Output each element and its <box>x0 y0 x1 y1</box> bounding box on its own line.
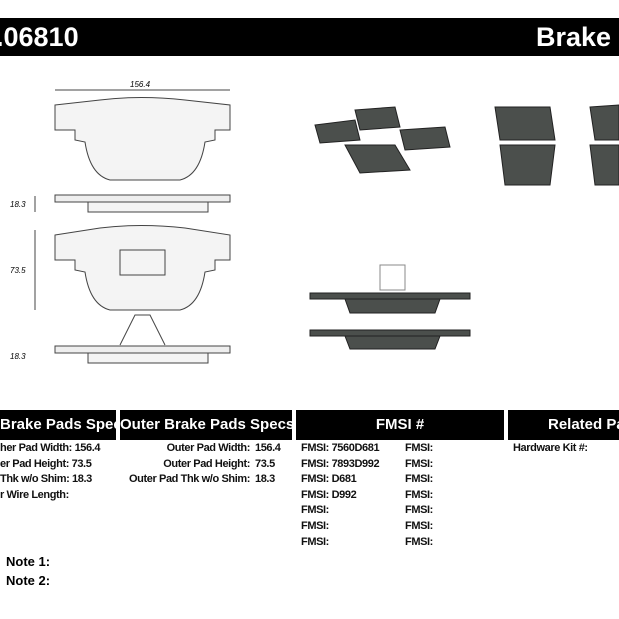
fmsi-entry: FMSI: <box>405 488 433 501</box>
fmsi-entry: FMSI: <box>301 535 329 548</box>
related-parts-header: Related Par <box>508 410 619 440</box>
inner-specs-list: her Pad Width: 156.4 er Pad Height: 73.5… <box>0 441 100 503</box>
outer-specs-header: Outer Brake Pads Specs <box>120 410 292 440</box>
outer-spec-value: 156.4 <box>255 442 281 454</box>
fmsi-entry: FMSI: <box>405 457 433 470</box>
thickness-dimension-2: 18.3 <box>10 352 26 361</box>
outer-specs-values: 156.4 73.5 18.3 <box>255 441 281 488</box>
fmsi-entry: FMSI: <box>301 519 329 532</box>
fmsi-entry: FMSI: <box>301 504 329 517</box>
fmsi-entry: FMSI: 7560D681 <box>301 442 380 454</box>
inner-specs-header: Brake Pads Specs <box>0 410 116 440</box>
fmsi-header: FMSI # <box>296 410 504 440</box>
fmsi-entry: FMSI: D681 <box>301 473 357 486</box>
pad-technical-drawing <box>34 89 231 364</box>
outer-specs-labels: Outer Pad Width: Outer Pad Height: Outer… <box>120 441 250 488</box>
outer-spec-value: 18.3 <box>255 473 275 486</box>
outer-spec-label: Outer Pad Thk w/o Shim: <box>129 473 250 486</box>
fmsi-entry: FMSI: <box>405 504 433 517</box>
outer-spec-label: Outer Pad Width: <box>166 442 251 454</box>
pad-product-photos <box>309 104 619 350</box>
fmsi-entry: FMSI: 7893D992 <box>301 457 380 470</box>
title-bar <box>0 18 619 56</box>
height-dimension: 73.5 <box>10 266 26 275</box>
inner-spec-row: er Pad Height: 73.5 <box>0 457 92 470</box>
fmsi-entry: FMSI: <box>405 473 433 486</box>
part-number: .06810 <box>0 22 79 52</box>
width-dimension: 156.4 <box>130 80 151 89</box>
fmsi-column-2: FMSI: FMSI: FMSI: FMSI: FMSI: FMSI: FMSI… <box>405 441 433 550</box>
note-2: Note 2: <box>6 573 51 588</box>
notes: Note 1: Note 2: <box>6 552 50 590</box>
inner-spec-row: r Wire Length: <box>0 488 69 501</box>
outer-spec-value: 73.5 <box>255 457 275 470</box>
outer-spec-label: Outer Pad Height: <box>163 457 250 470</box>
fmsi-entry: FMSI: <box>405 519 433 532</box>
inner-spec-row: Thk w/o Shim: 18.3 <box>0 473 92 486</box>
note-1: Note 1: <box>6 554 51 569</box>
inner-spec-row: her Pad Width: 156.4 <box>0 442 101 454</box>
page-title: Brake P <box>536 22 619 52</box>
hardware-kit-label: Hardware Kit #: <box>513 442 588 454</box>
thickness-dimension: 18.3 <box>10 200 26 209</box>
fmsi-entry: FMSI: <box>405 442 433 454</box>
fmsi-entry: FMSI: <box>405 535 433 548</box>
fmsi-column-1: FMSI: 7560D681 FMSI: 7893D992 FMSI: D681… <box>301 441 380 550</box>
fmsi-entry: FMSI: D992 <box>301 488 357 501</box>
